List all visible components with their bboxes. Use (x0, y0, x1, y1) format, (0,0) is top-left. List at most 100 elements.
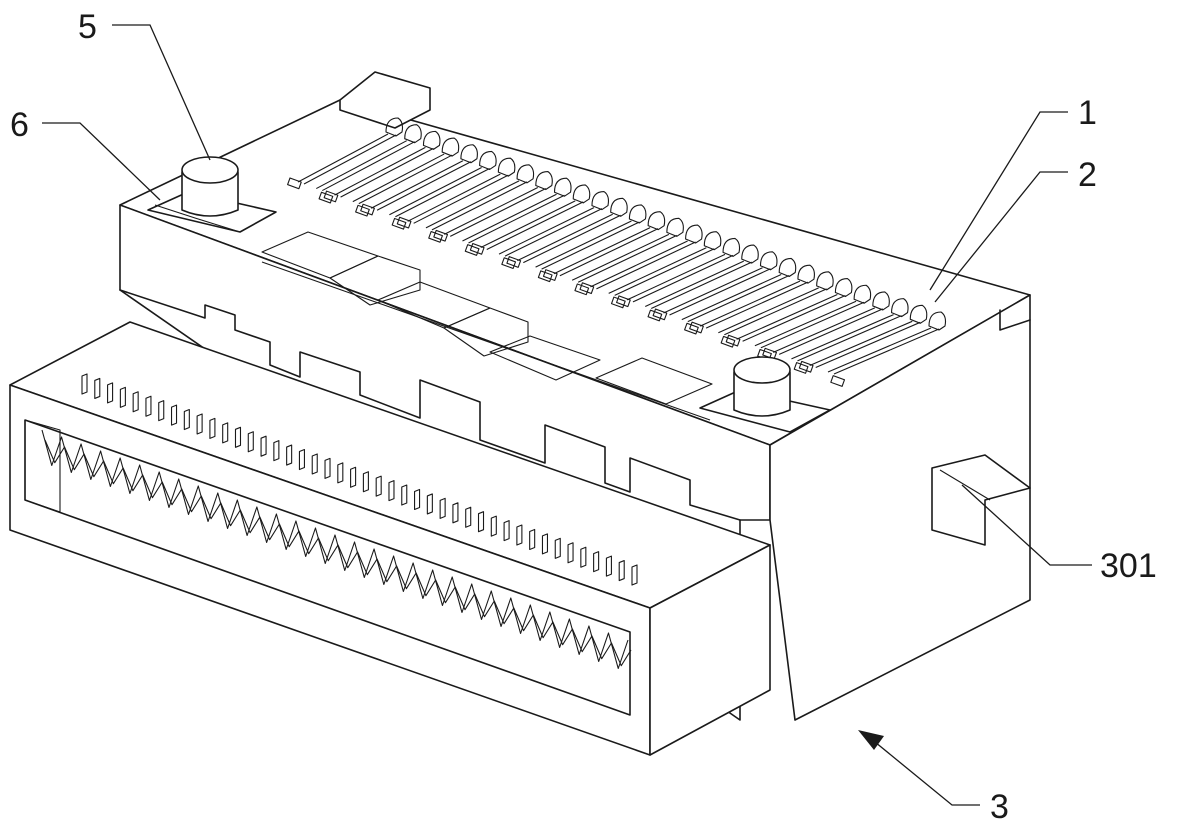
vent-slot (567, 542, 574, 564)
vent-slot (516, 524, 523, 546)
side-slot-301 (931, 454, 1031, 546)
terminal (762, 291, 890, 360)
vent-slot (529, 528, 536, 551)
vent-slot (439, 497, 446, 519)
vent-slot (337, 462, 344, 484)
label-3: 3 (990, 788, 1009, 826)
vent-slot (119, 386, 126, 408)
castellated-edge (119, 289, 741, 521)
vent-slot (298, 448, 305, 471)
lower-shell (9, 321, 771, 756)
rear-tab (339, 71, 431, 129)
vent-slot (145, 395, 152, 417)
vent-slot (324, 457, 331, 479)
spring-contacts (41, 429, 629, 670)
vent-slot (132, 391, 139, 413)
vent-slot (541, 533, 549, 555)
vent-slot (503, 520, 510, 542)
terminal (725, 278, 853, 347)
vent-slot (158, 400, 165, 422)
shell-side-face (649, 544, 771, 756)
terminal (506, 197, 628, 268)
vent-slot (465, 506, 472, 528)
terminal (827, 311, 947, 387)
label-5: 5 (78, 8, 97, 46)
vent-slot (234, 426, 242, 448)
terminal (396, 157, 516, 229)
terminal-array (287, 117, 947, 387)
label-301: 301 (1100, 547, 1157, 585)
vent-slot (605, 555, 612, 577)
vent-slot (414, 488, 421, 511)
terminal (645, 244, 759, 322)
leader-3 (874, 741, 980, 806)
terminal (389, 150, 497, 230)
vent-slot (554, 537, 561, 559)
terminal (718, 271, 834, 348)
terminal (323, 130, 441, 203)
vent-slot (94, 377, 101, 399)
vent-slot (350, 466, 357, 488)
vent-slot (388, 480, 395, 502)
vent-slot (222, 422, 229, 444)
callouts: 5 6 1 2 301 3 (10, 8, 1157, 826)
label-1: 1 (1078, 94, 1097, 132)
locating-post-left (147, 156, 277, 233)
vent-slot (81, 373, 88, 395)
locating-post-right (699, 356, 831, 433)
vent-slot (260, 435, 267, 457)
terminal (352, 137, 460, 217)
vent-slot (247, 431, 254, 453)
vent-slot (631, 564, 638, 586)
terminal (689, 264, 815, 334)
arrow-3 (858, 730, 884, 750)
terminal (608, 231, 722, 309)
vent-slot (107, 382, 114, 404)
terminal (681, 257, 797, 335)
terminal (652, 251, 778, 321)
label-6: 6 (10, 106, 29, 144)
terminal (616, 237, 741, 308)
vent-slots (81, 373, 638, 586)
vent-slot (273, 440, 280, 462)
vent-slot (362, 471, 369, 493)
vent-slot (183, 408, 190, 431)
label-2: 2 (1078, 156, 1097, 194)
vent-slot (286, 444, 293, 466)
terminal (287, 117, 404, 190)
leader-301 (961, 484, 1092, 566)
vent-slot (452, 502, 459, 524)
vent-slot (375, 475, 382, 497)
leader-1 (929, 111, 1068, 291)
terminal (791, 298, 909, 374)
terminal (579, 224, 703, 295)
terminal (535, 204, 647, 283)
terminal (798, 304, 928, 373)
terminal (316, 124, 422, 204)
terminal (462, 177, 572, 256)
vent-slot (401, 484, 408, 506)
leader-6 (42, 122, 161, 201)
vent-slot (426, 493, 433, 515)
vent-slot (196, 413, 203, 435)
vent-slot (593, 551, 600, 573)
terminal (542, 211, 666, 281)
leader-5 (112, 24, 211, 161)
vent-slot (618, 560, 625, 582)
terminal (498, 191, 610, 270)
vent-slot (477, 511, 485, 533)
terminal (571, 217, 684, 296)
terminal (433, 170, 553, 242)
vent-slot (580, 546, 587, 568)
vent-slot (311, 453, 318, 475)
terminal (360, 144, 478, 216)
contact-pads (261, 231, 713, 421)
terminal (425, 164, 535, 243)
leader-2 (934, 171, 1068, 303)
vent-slot (490, 515, 497, 537)
vent-slot (209, 417, 216, 439)
housing-end-face (769, 294, 1031, 721)
terminal (469, 184, 591, 255)
